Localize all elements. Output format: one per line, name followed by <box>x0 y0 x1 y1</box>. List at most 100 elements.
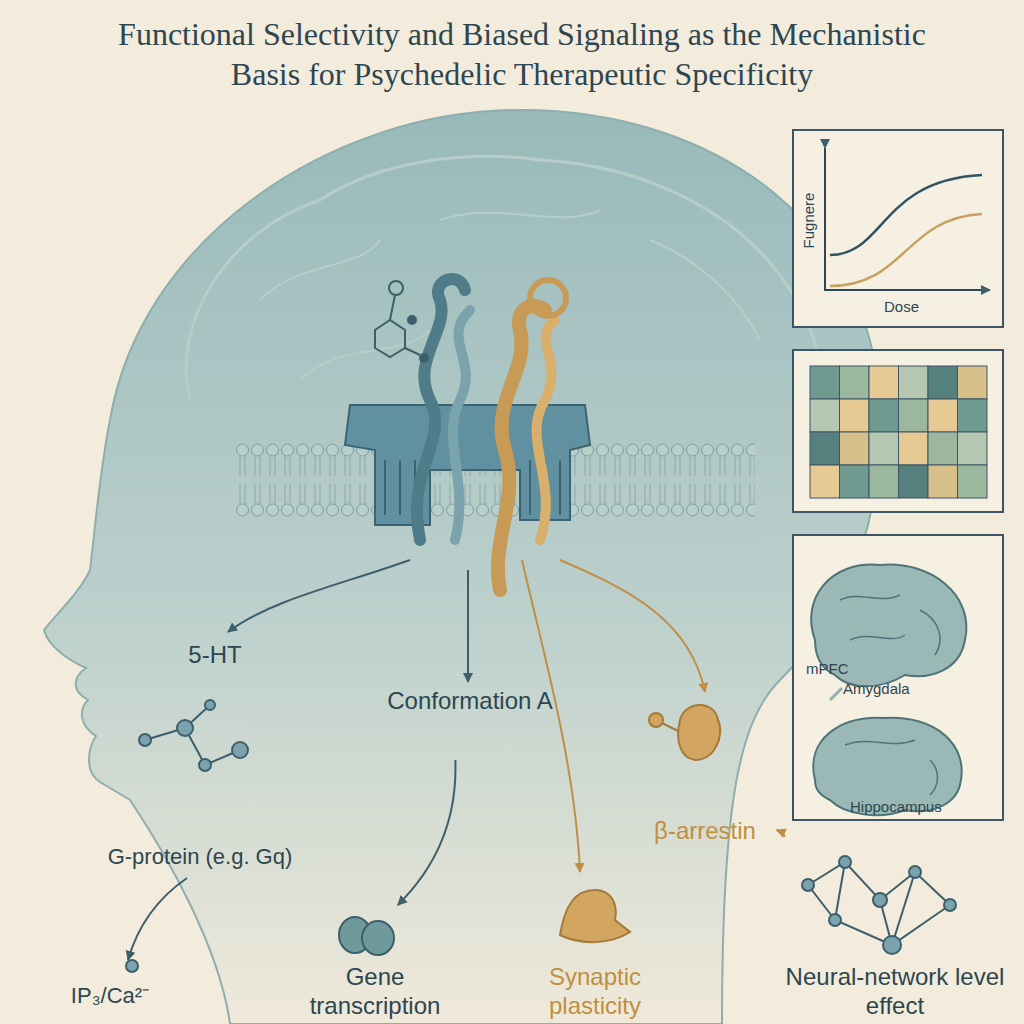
panel-label: Amygdala <box>843 680 910 697</box>
head-silhouette <box>44 110 880 1024</box>
heatmap-cell <box>869 465 899 498</box>
node-label: Gene transcription <box>290 962 460 1020</box>
receptor-body <box>345 405 590 525</box>
network-node <box>839 856 851 868</box>
heatmap-cell <box>869 366 899 399</box>
brain-panel <box>793 535 1003 820</box>
heatmap-cell <box>958 399 988 432</box>
network-node <box>873 893 887 907</box>
node-label: 5-HT <box>188 640 241 669</box>
diagram-title: Functional Selectivity and Biased Signal… <box>82 14 962 94</box>
panel-label: Hippocampus <box>850 798 942 815</box>
heatmap-panel <box>793 350 1003 512</box>
heatmap-cell <box>899 399 929 432</box>
node-label: Conformation A <box>387 686 552 715</box>
atom <box>232 742 248 758</box>
ligand-atom <box>420 354 428 362</box>
ligand-bond <box>390 295 395 320</box>
signal-arrow <box>777 830 785 837</box>
biased-receptor-loop <box>530 280 566 316</box>
pathway-node: Neural-network level effect <box>775 830 1015 1020</box>
network-node <box>944 899 956 911</box>
panel-label: mPFC <box>806 660 849 677</box>
pathway-node: Conformation A <box>385 686 555 760</box>
pathway-node: IP₃/Ca²⁻ <box>40 960 180 1010</box>
network-links <box>808 862 950 945</box>
atom <box>205 700 215 710</box>
node-label: G-protein (e.g. Gq) <box>108 842 293 871</box>
g-protein-icon <box>126 960 138 972</box>
pathway-node: Gene transcription <box>290 905 460 1020</box>
gene-icon <box>339 917 394 955</box>
panel-label: Dose <box>884 298 919 315</box>
ligand-atom <box>389 281 403 295</box>
dose-curve <box>830 175 982 255</box>
gene-blob <box>362 921 394 955</box>
serotonin-icon <box>139 700 248 771</box>
atom <box>199 759 211 771</box>
heatmap-cell <box>840 399 870 432</box>
chart-axes <box>825 148 990 290</box>
heatmap-cell <box>840 465 870 498</box>
heatmap-cell <box>958 465 988 498</box>
pathway-node: β-arrestin <box>625 700 785 845</box>
heatmap-cell <box>840 432 870 465</box>
heatmap-grid <box>810 366 987 498</box>
brain-fold <box>260 210 760 380</box>
ligand-atom <box>408 316 416 324</box>
pathway-node: G-protein (e.g. Gq) <box>60 842 340 878</box>
panel-label: Fugnere <box>800 193 817 249</box>
dose-curve <box>830 214 982 286</box>
synapse-body <box>560 890 630 942</box>
brain-fold <box>845 740 938 795</box>
heatmap-cell <box>899 366 929 399</box>
synapse-icon <box>560 890 630 942</box>
signal-arrow <box>128 878 187 960</box>
heatmap-cell <box>899 432 929 465</box>
heatmap-cell <box>928 399 958 432</box>
receptor-ribbon <box>453 310 470 540</box>
node-label: β-arrestin <box>654 816 756 845</box>
heatmap-cell <box>869 432 899 465</box>
heatmap-cell <box>899 465 929 498</box>
heatmap-cell <box>928 432 958 465</box>
ligand-molecule <box>375 281 428 362</box>
node-label: Synaptic plasticity <box>515 962 675 1020</box>
pathway-arrow <box>467 570 469 682</box>
heatmap-cell <box>869 399 899 432</box>
ligand-bond <box>405 348 420 355</box>
biased-receptor-strand <box>536 320 555 540</box>
heatmap-cell <box>958 432 988 465</box>
chart-panel <box>793 130 1003 327</box>
node-label: IP₃/Ca²⁻ <box>71 981 149 1010</box>
ligand-ring <box>375 320 405 357</box>
node-label: Neural-network level effect <box>775 962 1015 1020</box>
network-node <box>802 879 814 891</box>
pathway-node: 5-HT <box>130 640 300 790</box>
heatmap-cell <box>810 432 840 465</box>
network-node <box>829 914 841 926</box>
pathway-arrow <box>522 560 580 872</box>
pathway-arrow <box>560 560 705 692</box>
network-node <box>883 936 901 954</box>
brain-fold <box>840 595 940 655</box>
arrestin-ball <box>649 713 663 727</box>
g-protein-dot <box>126 960 138 972</box>
leader-line <box>830 688 842 700</box>
heatmap-cell <box>810 366 840 399</box>
heatmap-cell <box>810 465 840 498</box>
heatmap-cell <box>928 366 958 399</box>
brain-drawing <box>813 718 961 815</box>
pathway-node: Synaptic plasticity <box>515 880 675 1020</box>
pathway-arrow <box>228 560 410 632</box>
atom <box>177 720 193 736</box>
arrestin-icon <box>649 705 720 760</box>
heatmap-cell <box>840 366 870 399</box>
arrestin-body <box>678 705 720 760</box>
heatmap-cell <box>958 366 988 399</box>
network-node <box>909 866 921 878</box>
atom <box>139 734 151 746</box>
